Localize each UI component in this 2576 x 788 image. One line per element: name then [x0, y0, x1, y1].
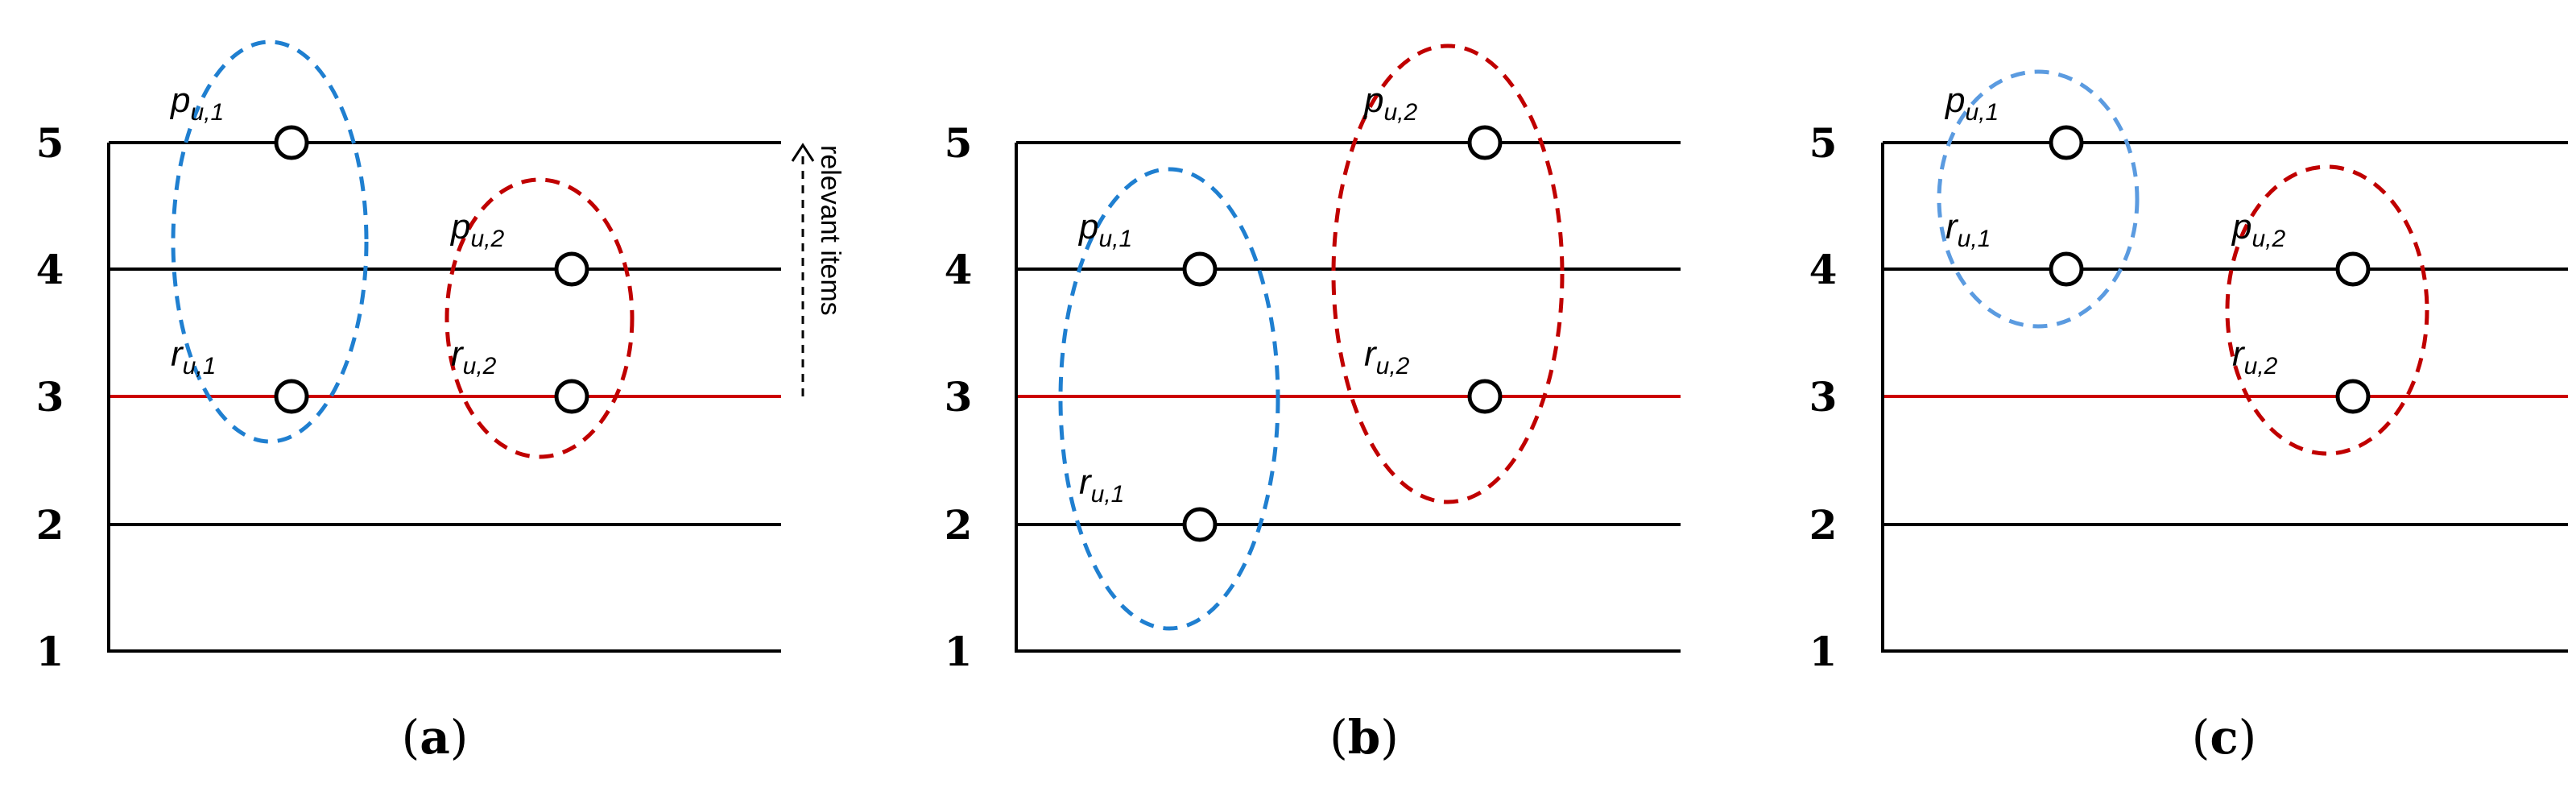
tick-label-3: 3 — [1809, 373, 1838, 421]
tick-label-2: 2 — [1809, 501, 1838, 549]
point-label-r-u1: ru,1 — [171, 334, 216, 379]
point-p-u1 — [2049, 125, 2084, 160]
point-r-u2 — [1467, 379, 1503, 414]
relevant-items-annotation: relevant items — [791, 143, 846, 396]
user1-group-ellipse — [1937, 69, 2140, 329]
tick-label-4: 4 — [36, 246, 64, 293]
point-label-p-u2: pu,2 — [449, 207, 505, 252]
point-r-u1 — [274, 379, 309, 414]
tick-label-5: 5 — [1809, 119, 1838, 167]
user2-group-ellipse — [444, 177, 635, 459]
point-label-r-u2: ru,2 — [1364, 334, 1410, 379]
point-p-u1 — [274, 125, 309, 160]
tick-label-1: 1 — [945, 628, 973, 675]
tick-label-2: 2 — [36, 501, 64, 549]
user1-group-ellipse — [171, 39, 369, 444]
tick-label-4: 4 — [945, 246, 973, 293]
relevant-items-label: relevant items — [815, 145, 846, 316]
panel-a: 1 2 3 4 5 pu,1 ru,1 pu,2 ru,2 (a) — [36, 39, 781, 765]
panel-caption-c: (c) — [2192, 710, 2257, 765]
panel-b: 1 2 3 4 5 pu,1 ru,1 pu,2 ru,2 (b) — [945, 44, 1681, 765]
point-r-u1 — [1182, 507, 1218, 542]
point-label-r-u1: ru,1 — [1945, 207, 1991, 252]
tick-label-5: 5 — [36, 119, 64, 167]
tick-label-5: 5 — [945, 119, 973, 167]
point-p-u2 — [2335, 251, 2371, 287]
point-label-p-u2: pu,2 — [2231, 207, 2286, 252]
tick-label-3: 3 — [36, 373, 64, 421]
point-r-u2 — [2335, 379, 2371, 414]
point-label-r-u2: ru,2 — [451, 334, 497, 379]
point-r-u1 — [2049, 251, 2084, 287]
point-label-p-u1: pu,1 — [1077, 207, 1132, 252]
point-label-p-u2: pu,2 — [1362, 81, 1418, 126]
tick-label-1: 1 — [36, 628, 64, 675]
panel-caption-b: (b) — [1329, 710, 1399, 765]
panel-caption-a: (a) — [402, 710, 469, 765]
tick-label-3: 3 — [945, 373, 973, 421]
user1-group-ellipse — [1058, 167, 1280, 631]
user2-group-ellipse — [2225, 164, 2429, 456]
point-label-p-u1: pu,1 — [169, 81, 224, 126]
point-label-p-u1: pu,1 — [1944, 81, 1999, 126]
user2-group-ellipse — [1331, 44, 1565, 504]
point-p-u1 — [1182, 251, 1218, 287]
tick-label-4: 4 — [1809, 246, 1838, 293]
tick-label-2: 2 — [945, 501, 973, 549]
tick-label-1: 1 — [1809, 628, 1838, 675]
point-p-u2 — [1467, 125, 1503, 160]
point-r-u2 — [554, 379, 589, 414]
point-label-r-u1: ru,1 — [1079, 462, 1124, 508]
panel-c: 1 2 3 4 5 pu,1 ru,1 pu,2 ru,2 (c) — [1809, 69, 2568, 765]
point-label-r-u2: ru,2 — [2232, 334, 2278, 379]
arrow-head-icon — [791, 143, 815, 162]
point-p-u2 — [554, 251, 589, 287]
